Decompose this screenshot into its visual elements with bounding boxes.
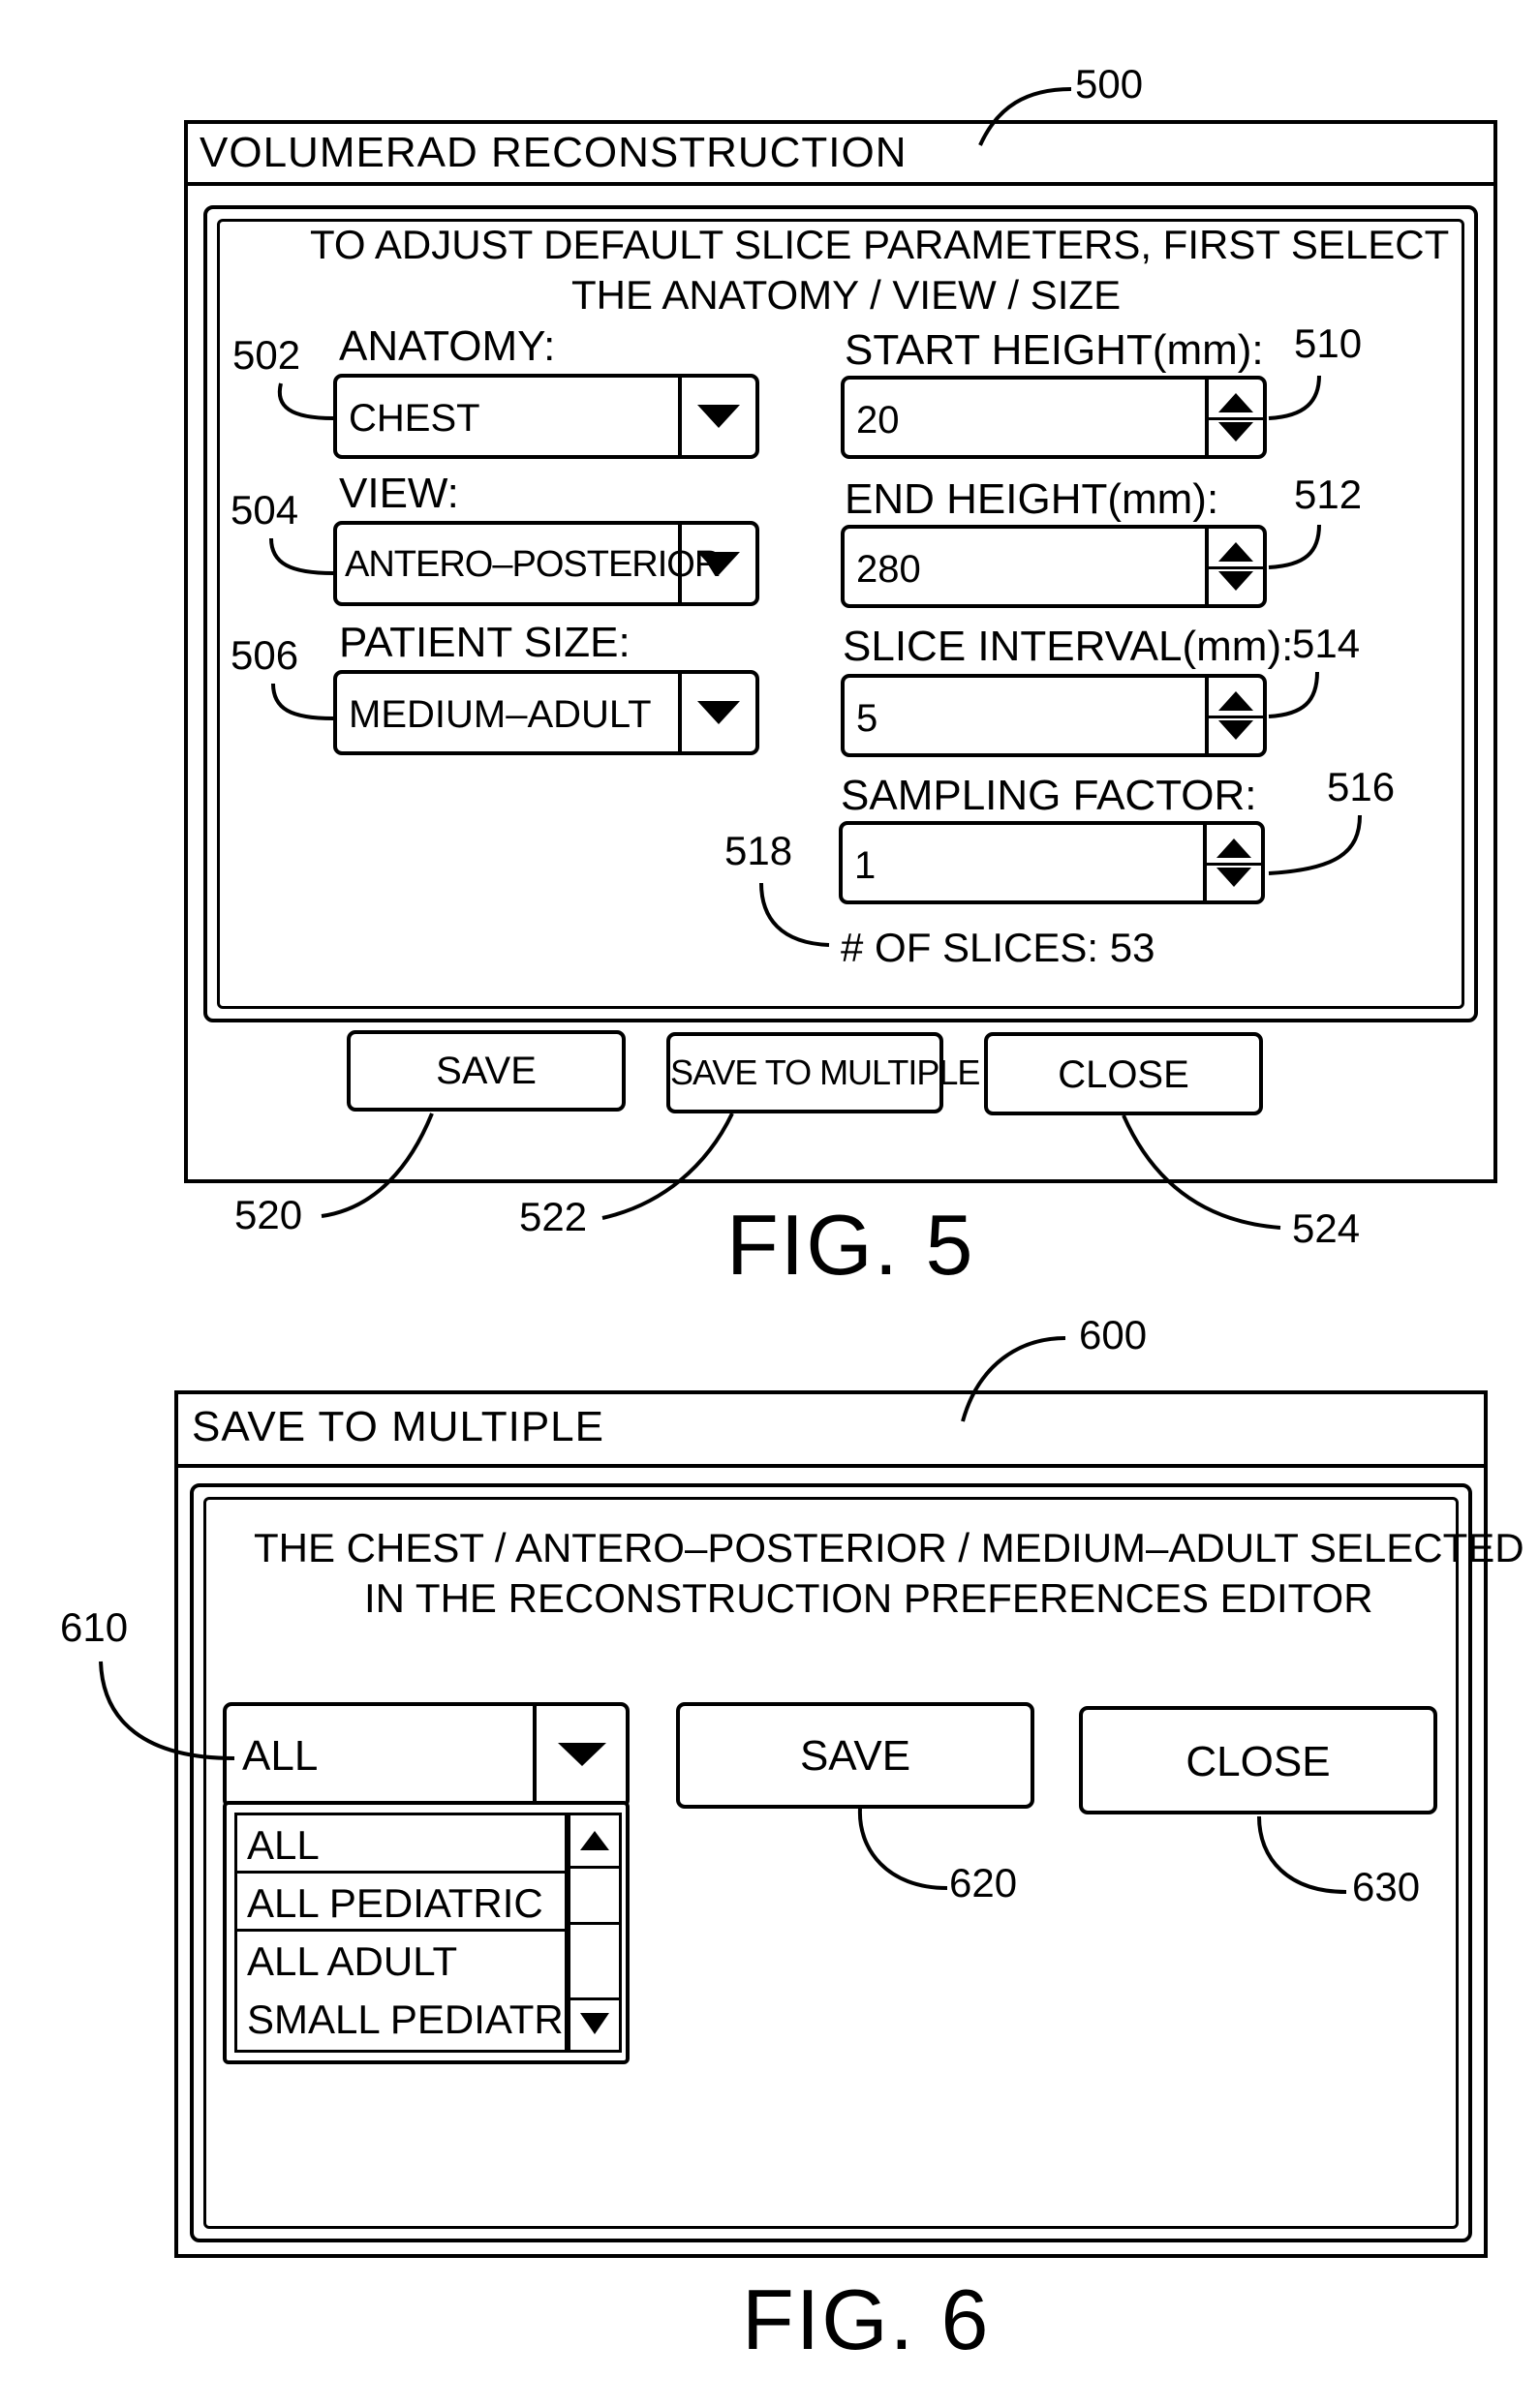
leader-512 [1269, 525, 1319, 567]
leader-524 [1123, 1115, 1280, 1228]
leader-600 [963, 1338, 1065, 1421]
leader-620 [860, 1809, 947, 1888]
leader-506 [273, 684, 333, 718]
leader-502 [280, 383, 333, 418]
leader-518 [761, 883, 829, 945]
leader-520 [322, 1113, 432, 1216]
leader-522 [602, 1113, 732, 1218]
leader-516 [1269, 815, 1360, 873]
leader-630 [1259, 1816, 1346, 1892]
leader-510 [1269, 376, 1319, 418]
leader-504 [271, 538, 333, 573]
leader-514 [1269, 672, 1317, 716]
leader-610 [101, 1661, 234, 1758]
leader-500 [980, 89, 1071, 145]
